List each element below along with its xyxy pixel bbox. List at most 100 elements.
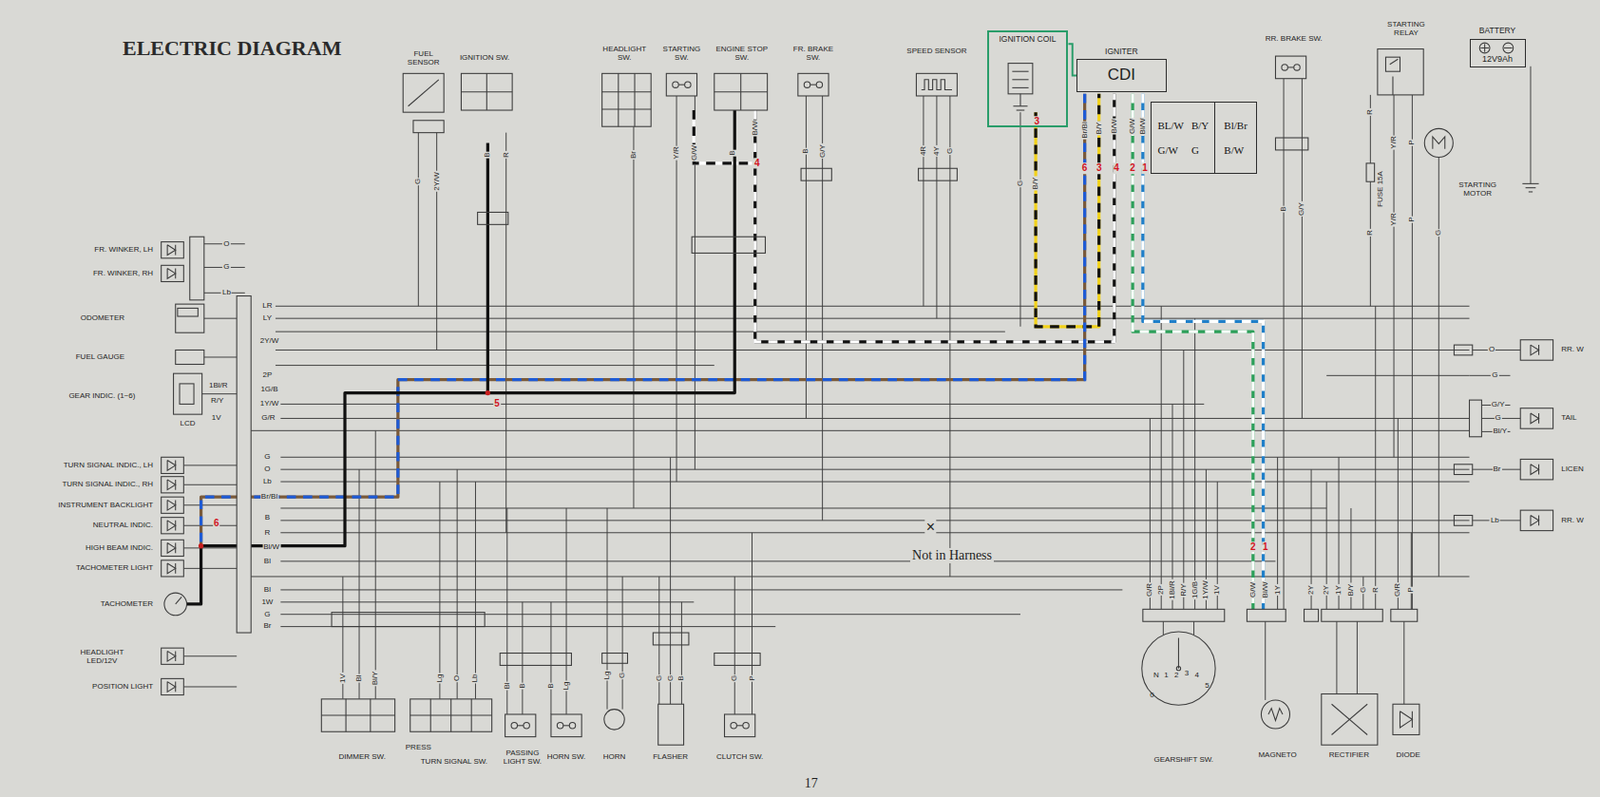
symbol-detail [167, 520, 176, 532]
switch-symbol [724, 714, 756, 738]
wire [521, 602, 523, 715]
component-symbol [691, 236, 765, 253]
wire [1410, 533, 1412, 610]
wire-color-label: Y/R [1389, 135, 1398, 151]
wire-color-label: B [728, 149, 738, 156]
symbol-detail [175, 596, 182, 605]
wire-color-label: O [453, 674, 462, 683]
traced-wire-dash [201, 94, 1086, 547]
wire-color-label: Y/R [1389, 211, 1398, 227]
component-label: TURN SIGNAL INDIC., LH [63, 460, 153, 470]
component-symbol [190, 236, 205, 301]
wire-color-label: 4R [918, 145, 928, 157]
callout-number: 3 [1032, 115, 1041, 128]
traced-wire [1142, 94, 1264, 610]
component-symbol [331, 612, 485, 628]
symbol-detail [617, 73, 619, 127]
wire [280, 507, 1327, 509]
symbol-detail [174, 563, 176, 574]
symbol-detail [174, 543, 176, 554]
wire [1264, 621, 1266, 701]
symbol-detail [1411, 711, 1413, 728]
wire-color-label: B [1278, 205, 1288, 212]
wire [1019, 112, 1021, 327]
wire [550, 602, 552, 715]
wire-color-label: O [222, 239, 230, 248]
wire-color-label: Lg [561, 680, 571, 691]
switch-body [1275, 56, 1306, 79]
callout-number: 2 [1128, 162, 1137, 174]
wire-color-label: G/W [1248, 581, 1258, 599]
component-label: POSITION LIGHT [92, 682, 153, 691]
wire-color-label: R [263, 528, 271, 537]
wire-color-label: Bl [263, 585, 272, 594]
component-symbol [1385, 57, 1400, 72]
callout-number: 6 [1081, 162, 1089, 174]
wire-color-label: 2Y/W [259, 336, 281, 345]
wire-color-label: G [1015, 179, 1025, 188]
wire-color-label: G [1434, 228, 1444, 237]
symbol-detail [321, 715, 395, 717]
wire-color-label: 2P [261, 371, 273, 381]
wire-color-label: G [730, 674, 740, 683]
wire [275, 331, 1006, 333]
symbol-detail [174, 479, 176, 491]
symbol-detail [1332, 704, 1369, 735]
wire-color-label: 1Y [1333, 584, 1343, 596]
component-label: ODOMETER [80, 313, 125, 323]
round-symbol [1424, 128, 1453, 157]
wire-color-label: P [1408, 139, 1417, 147]
wire-color-label: Lb [262, 476, 273, 486]
component-text: 12V9Ah [1482, 55, 1513, 65]
switch-symbol [1275, 56, 1306, 79]
wire-color-label: Bl/W [262, 542, 281, 552]
position-number: 0 [1149, 691, 1154, 701]
wire [245, 575, 1470, 577]
component-symbol [161, 265, 185, 282]
wire [183, 464, 237, 466]
wire [1438, 156, 1440, 577]
component-heading: IGNITER [1104, 47, 1138, 57]
wire-color-label: Br/Bl [1080, 121, 1089, 140]
component-symbol [915, 73, 957, 96]
symbol-detail [460, 91, 513, 93]
position-number: 1 [1163, 670, 1168, 680]
wire [1374, 305, 1376, 610]
component-symbol [1246, 609, 1286, 622]
wire [245, 430, 1470, 432]
switch-contact [523, 723, 530, 729]
wire-color-label: G [263, 453, 271, 462]
symbol-detail [1432, 136, 1446, 150]
wire-color-label: Y/R [671, 145, 681, 160]
symbol-detail [167, 245, 176, 256]
wire [280, 532, 1469, 534]
component-label: PASSING LIGHT SW. [497, 748, 548, 766]
switch-body [505, 714, 536, 738]
symbol-detail [1390, 58, 1399, 64]
wire-color-label: G/W [690, 144, 700, 162]
wire [1194, 318, 1196, 610]
symbol-detail [1522, 183, 1539, 185]
component-label: FUEL SENSOR [402, 49, 444, 67]
callout-number: 1 [1261, 541, 1270, 553]
component-symbol [175, 349, 205, 364]
round-symbol [164, 592, 188, 616]
wire [622, 576, 624, 710]
pin-name: B/W [1223, 144, 1247, 156]
component-label: LICEN [1561, 464, 1584, 474]
switch-symbol [551, 714, 582, 738]
component-label: ENGINE STOP SW. [709, 44, 774, 62]
component-symbol [1392, 704, 1420, 735]
wire [375, 430, 377, 700]
symbol-detail [167, 268, 176, 280]
symbol-detail [410, 715, 493, 717]
wire-color-label: Bl/W [1260, 580, 1270, 599]
component-label: DIMMER SW. [339, 752, 386, 762]
wire [681, 602, 683, 705]
diagram-title: ELECTRIC DIAGRAM [122, 36, 342, 61]
wire [280, 560, 1276, 562]
wire-color-label: G [945, 147, 954, 155]
component-label: SPEED SENSOR [906, 46, 967, 56]
symbol-detail [602, 91, 652, 93]
switch-bar [1287, 66, 1294, 68]
